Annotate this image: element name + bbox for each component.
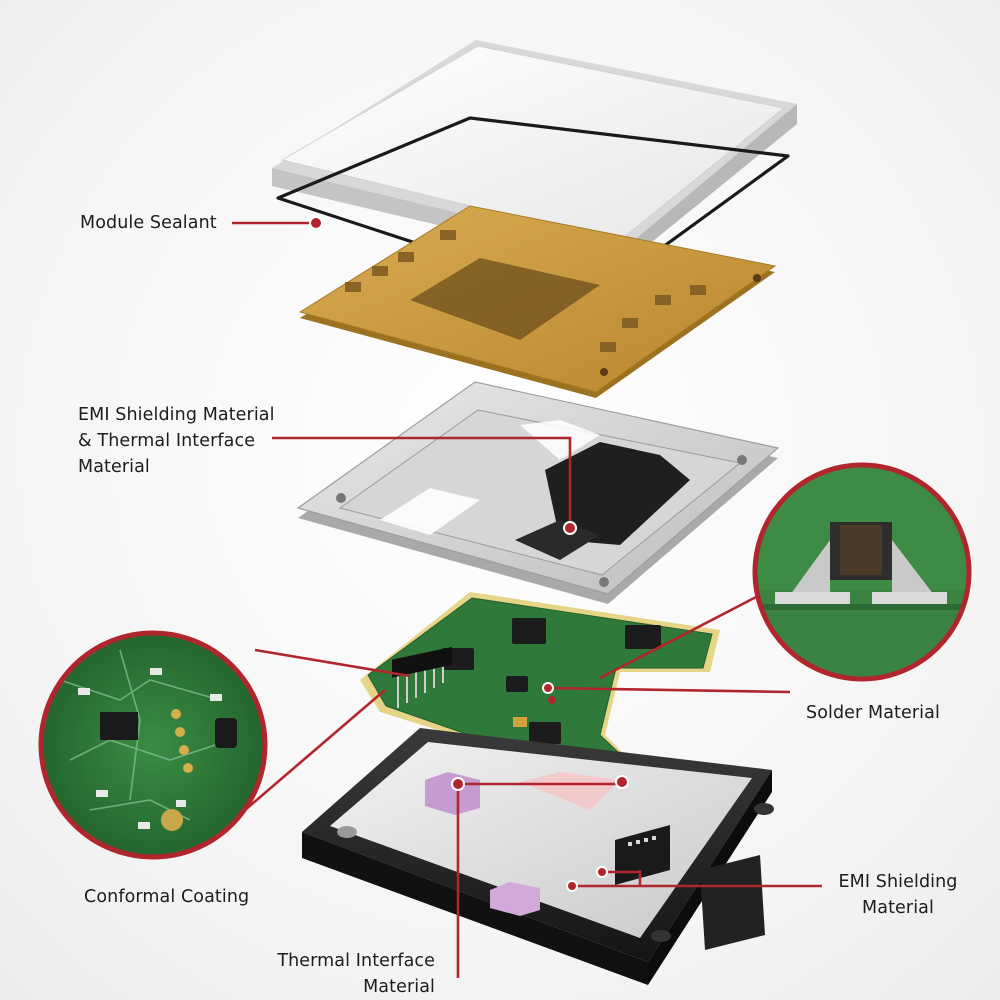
label-emi-shielding: EMI Shielding Material [828, 869, 968, 921]
emi-frame [296, 381, 780, 604]
label-emi-tim: EMI Shielding Material & Thermal Interfa… [78, 402, 275, 480]
emi-tim-line-2: & Thermal Interface [78, 431, 256, 451]
solder-text: Solder Material [806, 703, 940, 723]
emi-tim-line-1: EMI Shielding Material [78, 405, 275, 425]
label-thermal-interface: Thermal Interface Material [270, 948, 435, 1000]
callout-dots [309, 216, 629, 892]
label-solder-material: Solder Material [806, 700, 940, 726]
emi-shielding-sheet [298, 205, 777, 398]
callout-lines [232, 221, 822, 978]
thermal-interface-line-2: Material [363, 977, 435, 997]
solder-zoom [752, 462, 972, 682]
conformal-text: Conformal Coating [84, 887, 250, 907]
pcb-board [360, 592, 720, 775]
emi-shielding-line-1: EMI Shielding [838, 872, 958, 892]
emi-tim-line-3: Material [78, 457, 150, 477]
thermal-interface-line-1: Thermal Interface [277, 951, 435, 971]
module-lid [272, 40, 797, 268]
label-conformal-coating: Conformal Coating [84, 884, 249, 910]
conformal-coating-zoom [38, 630, 268, 860]
label-module-sealant: Module Sealant [80, 210, 217, 236]
module-sealant-text: Module Sealant [80, 213, 217, 233]
emi-shielding-line-2: Material [862, 898, 934, 918]
module-housing [302, 728, 774, 985]
